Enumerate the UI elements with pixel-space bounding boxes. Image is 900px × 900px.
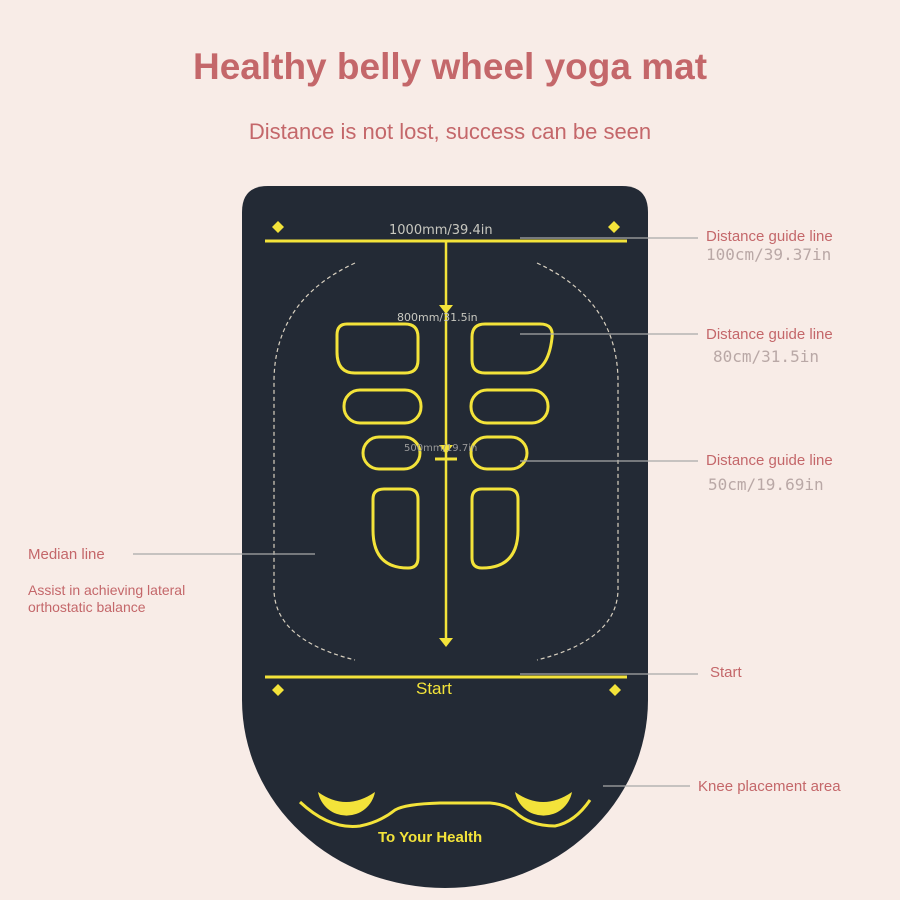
pad-r1 [470, 322, 554, 375]
guide1-value: 100cm/39.37in [706, 245, 832, 264]
knee-pad-right [515, 792, 572, 816]
page-title: Healthy belly wheel yoga mat [192, 46, 708, 87]
knee-guide-curve [298, 799, 592, 828]
diamond-icon [272, 221, 284, 233]
pad-r3 [469, 435, 529, 471]
pad-l1 [335, 322, 420, 375]
dashed-boundary-right [536, 262, 619, 661]
arrow-head-500 [439, 445, 453, 454]
diamond-icon [272, 684, 284, 696]
pad-l3 [361, 435, 422, 471]
diamond-icon [609, 684, 621, 696]
knee-annotation: Knee placement area [698, 778, 841, 795]
pad-l2 [342, 388, 423, 425]
footer-text: To Your Health [378, 829, 483, 846]
marker-800: 800mm/31.5in [397, 311, 478, 324]
pad-l4 [371, 487, 420, 570]
median-label: Median line [28, 546, 105, 563]
guide1-label: Distance guide line [706, 228, 833, 245]
guide3-value: 50cm/19.69in [708, 475, 824, 494]
arrow-head-800 [439, 305, 453, 314]
marker-500: 500mm/19.7in [404, 443, 478, 454]
guide3-label: Distance guide line [706, 452, 833, 469]
dashed-boundary-left [273, 262, 356, 661]
start-annotation: Start [710, 664, 742, 681]
arrow-head-start [439, 638, 453, 647]
guide2-label: Distance guide line [706, 326, 833, 343]
median-note-2: orthostatic balance [28, 599, 146, 615]
pad-r4 [470, 487, 520, 570]
median-note-1: Assist in achieving lateral [28, 582, 186, 598]
page-subtitle: Distance is not lost, success can be see… [248, 119, 652, 144]
start-label: Start [416, 679, 452, 698]
marker-1000: 1000mm/39.4in [389, 223, 493, 238]
knee-pad-left [318, 792, 375, 816]
diamond-icon [608, 221, 620, 233]
guide2-value: 80cm/31.5in [713, 347, 819, 366]
pad-r2 [469, 388, 550, 425]
